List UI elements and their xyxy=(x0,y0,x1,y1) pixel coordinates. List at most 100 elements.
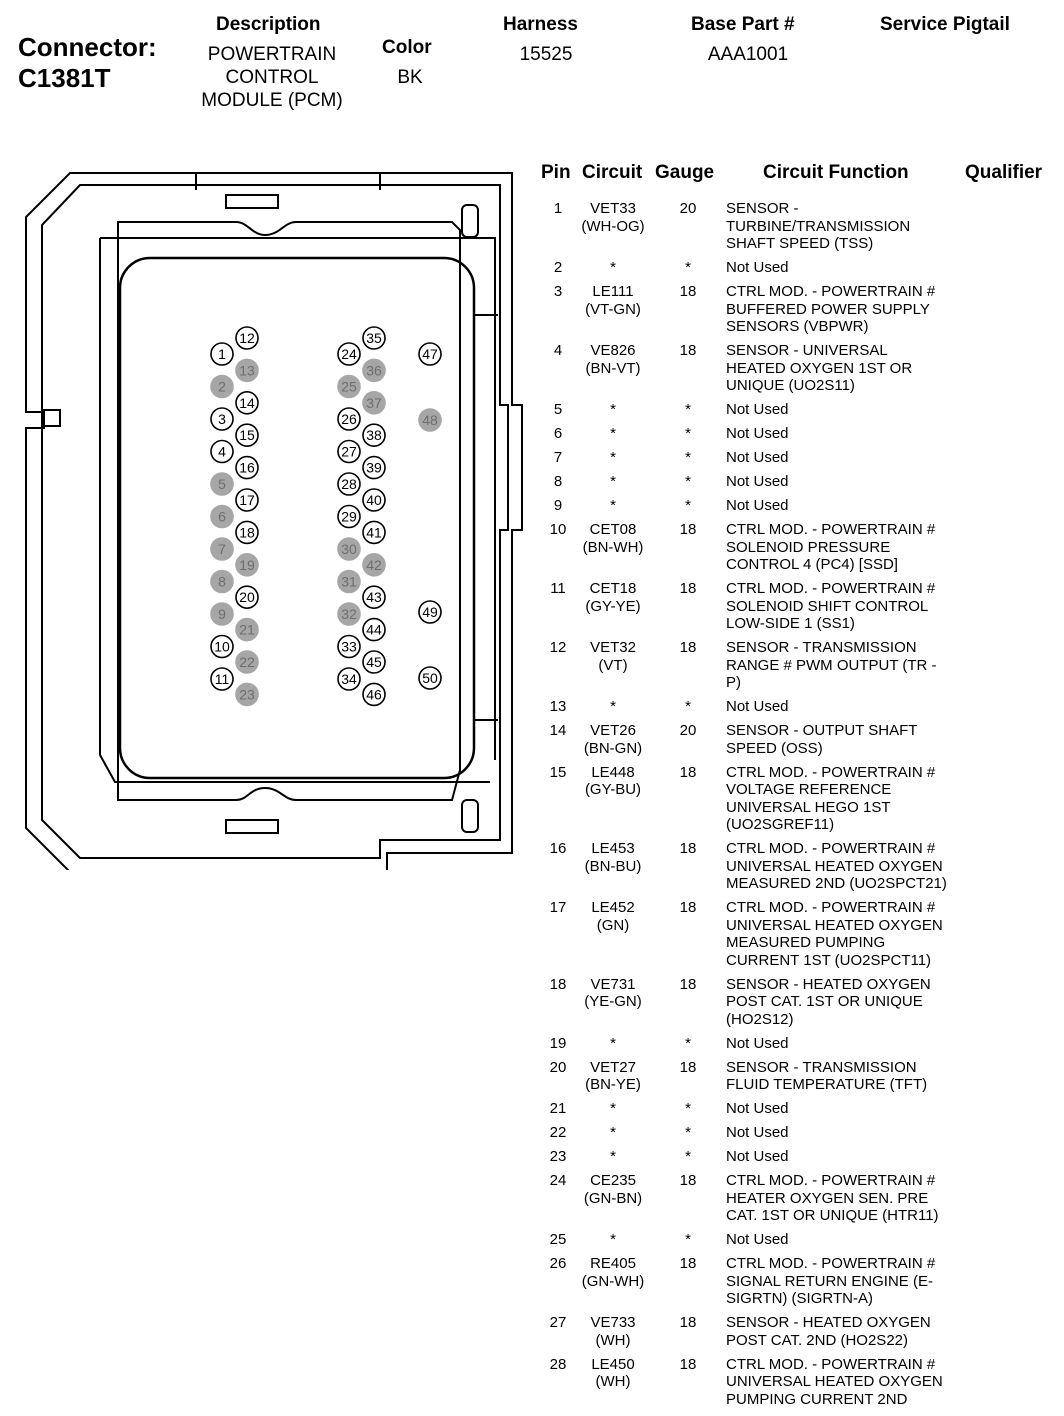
gauge-value: 18 xyxy=(679,1255,697,1272)
pin-label-46: 46 xyxy=(366,686,382,702)
circuit-cell: VE733(WH) xyxy=(572,1314,654,1349)
circuit-function-cell: Not Used xyxy=(726,401,966,419)
function-line: CTRL MOD. - POWERTRAIN # xyxy=(726,840,936,857)
function-line: Not Used xyxy=(726,1034,789,1052)
pin-label-47: 47 xyxy=(422,346,438,362)
pin-cavity-37 xyxy=(362,391,386,415)
circuit-line: LE450 xyxy=(591,1355,635,1373)
pin-cavity-45 xyxy=(362,650,386,674)
pin-number: 24 xyxy=(549,1172,567,1189)
function-line: CTRL MOD. - POWERTRAIN # xyxy=(726,1355,936,1373)
pin-cavity-29 xyxy=(337,504,361,529)
function-line: LOW-SIDE 1 (SS1) xyxy=(726,615,855,632)
pin-cavity-40 xyxy=(362,488,386,512)
circuit-function-cell: CTRL MOD. - POWERTRAIN #BUFFERED POWER S… xyxy=(726,283,966,336)
pin-number: 19 xyxy=(549,1034,567,1052)
circuit-function-cell: CTRL MOD. - POWERTRAIN #HEATER OXYGEN SE… xyxy=(726,1172,966,1225)
pin-label-27: 27 xyxy=(341,444,357,460)
pin-number: 16 xyxy=(549,840,567,857)
pin-label-17: 17 xyxy=(239,492,255,508)
pin-label-24: 24 xyxy=(341,346,357,362)
function-line: SENSOR - xyxy=(726,200,799,217)
description-line: CONTROL xyxy=(225,67,319,88)
description-line: MODULE (PCM) xyxy=(201,90,343,111)
pin-cavity xyxy=(118,256,476,780)
function-line: SOLENOID PRESSURE xyxy=(726,538,891,556)
circuit-cell: * xyxy=(572,497,654,515)
circuit-line: (BN-WH) xyxy=(582,538,644,556)
pin-number: 21 xyxy=(549,1100,567,1117)
circuit-line: RE405 xyxy=(590,1255,636,1272)
left-notch xyxy=(43,409,61,427)
pin-label-10: 10 xyxy=(214,639,230,655)
col-header-pin: Pin xyxy=(541,162,571,183)
function-line: VOLTAGE REFERENCE xyxy=(726,781,892,798)
pin-number: 15 xyxy=(549,763,567,781)
top-latch xyxy=(225,194,279,209)
base-part-value: AAA1001 xyxy=(707,44,789,65)
pin-label-35: 35 xyxy=(366,330,382,346)
pin-label-12: 12 xyxy=(239,330,255,346)
pin-label-26: 26 xyxy=(341,411,357,427)
circuit-line: VET27 xyxy=(590,1058,636,1076)
circuit-function-cell: Not Used xyxy=(726,1231,966,1249)
pin-cavity-9 xyxy=(210,602,234,626)
pin-cavity-23 xyxy=(235,682,259,707)
pin-label-5: 5 xyxy=(218,476,226,492)
circuit-line: CET08 xyxy=(589,521,637,538)
circuit-line: * xyxy=(610,1148,616,1165)
pin-cavity-15 xyxy=(235,423,259,448)
circuit-line: VET32 xyxy=(590,639,636,656)
pin-number: 2 xyxy=(553,259,563,276)
function-line: CTRL MOD. - POWERTRAIN # xyxy=(726,763,936,781)
circuit-line: * xyxy=(610,1034,616,1052)
circuit-function-cell: Not Used xyxy=(726,1148,966,1166)
pin-label-3: 3 xyxy=(218,411,226,427)
circuit-cell: * xyxy=(572,698,654,716)
pin-cavity-22 xyxy=(235,650,259,674)
pin-cavity-31 xyxy=(337,569,361,594)
gauge-value: 18 xyxy=(679,342,697,359)
circuit-line: CET18 xyxy=(589,580,637,597)
shroud-frame xyxy=(99,237,496,783)
gauge-value: 20 xyxy=(679,722,697,739)
function-line: Not Used xyxy=(726,698,789,715)
circuit-function-cell: Not Used xyxy=(726,1124,966,1142)
pin-cavity-35 xyxy=(362,326,386,350)
pin-cavity-4 xyxy=(210,439,234,464)
pin-cavity-10 xyxy=(210,634,234,659)
connector-id: C1381T xyxy=(18,63,111,93)
function-line: CAT. 1ST OR UNIQUE (HTR11) xyxy=(726,1207,939,1224)
function-line: BUFFERED POWER SUPPLY xyxy=(726,300,930,318)
pin-cavity-36 xyxy=(362,358,386,383)
circuit-cell: VE826(BN-VT) xyxy=(572,342,654,377)
gauge-value: 20 xyxy=(679,200,697,217)
table-row: 9**Not Used xyxy=(534,497,1054,521)
pin-label-50: 50 xyxy=(422,670,438,686)
pin-number: 11 xyxy=(550,580,566,597)
gauge-value: * xyxy=(685,449,691,466)
circuit-cell: * xyxy=(572,473,654,491)
gauge-value: * xyxy=(685,401,691,418)
pin-label-18: 18 xyxy=(239,524,255,540)
circuit-cell: * xyxy=(572,259,654,277)
gauge-value: 18 xyxy=(679,899,697,916)
function-line: UNIVERSAL HEATED OXYGEN xyxy=(726,1373,943,1390)
pin-label-16: 16 xyxy=(239,460,255,476)
circuit-line: * xyxy=(610,259,616,276)
gauge-value: 18 xyxy=(679,639,697,656)
circuit-cell: * xyxy=(572,449,654,467)
function-line: SENSOR - OUTPUT SHAFT xyxy=(726,722,918,739)
function-line: POST CAT. 2ND (HO2S22) xyxy=(726,1331,908,1349)
pin-number: 6 xyxy=(553,425,563,442)
function-line: Not Used xyxy=(726,1100,789,1117)
pin-number: 8 xyxy=(553,473,563,490)
function-line: SIGNAL RETURN ENGINE (E- xyxy=(726,1272,933,1290)
pin-label-36: 36 xyxy=(366,362,382,378)
circuit-function-cell: Not Used xyxy=(726,1100,966,1118)
